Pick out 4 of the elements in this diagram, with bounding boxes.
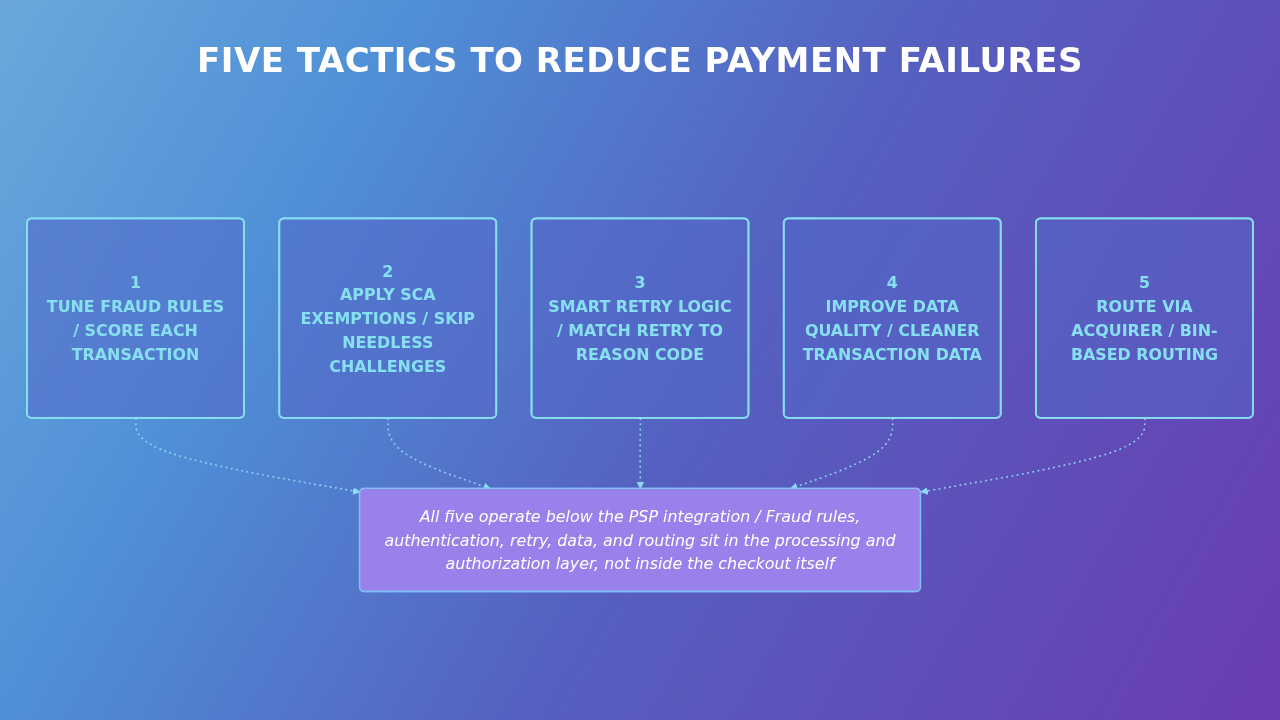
diagram-title: FIVE TACTICS TO REDUCE PAYMENT FAILURES: [197, 40, 1083, 80]
arrow: [920, 417, 1146, 495]
arrow: [135, 417, 361, 495]
arrow: [636, 417, 645, 490]
